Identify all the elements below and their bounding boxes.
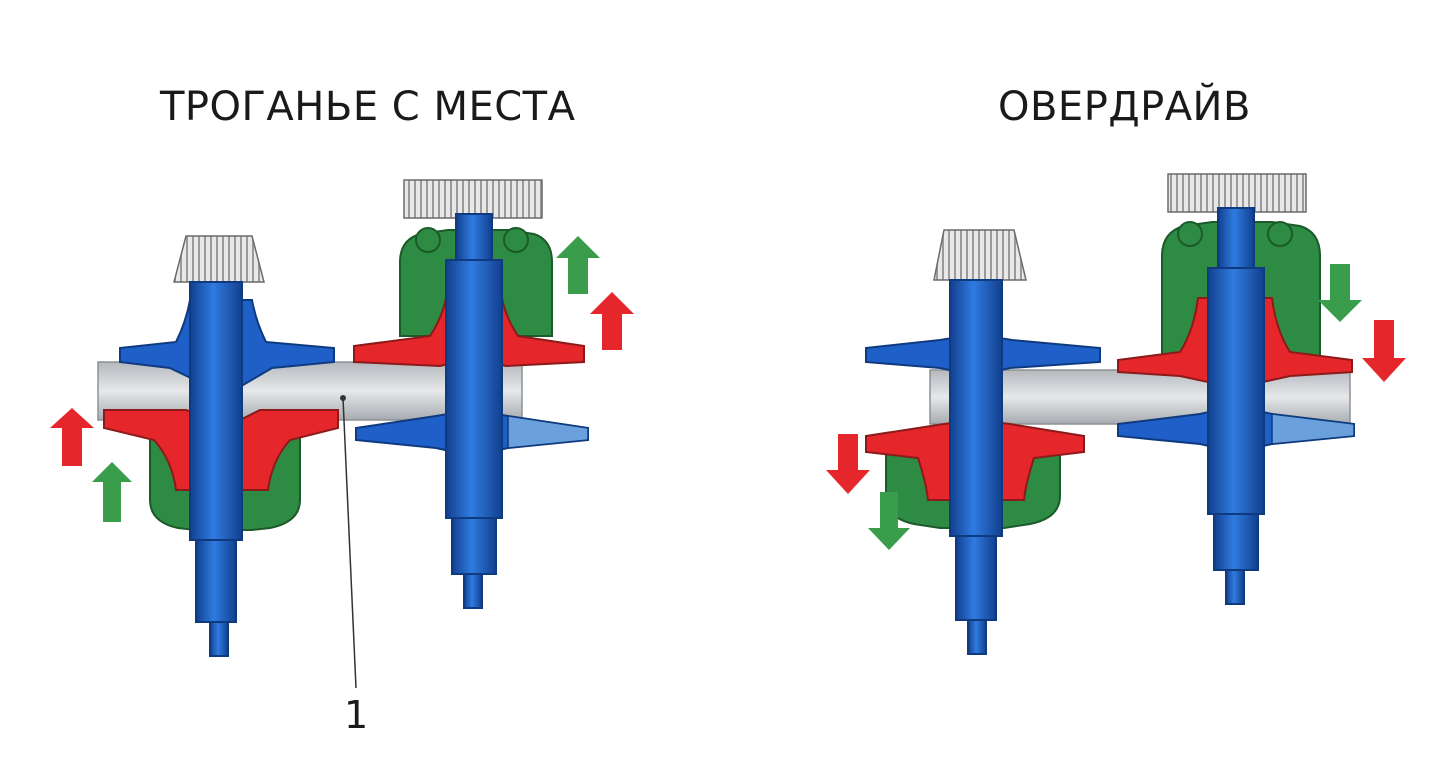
arrow-up-green-left-driven bbox=[556, 236, 600, 294]
arrow-up-red-left-drive bbox=[50, 408, 94, 466]
title-overdrive: ОВЕРДРАЙВ bbox=[998, 84, 1251, 130]
arrow-up-green-left-drive bbox=[92, 462, 132, 522]
callout-label-belt: 1 bbox=[344, 693, 369, 737]
arrow-down-red-right-driven bbox=[1362, 320, 1406, 382]
title-launch: ТРОГАНЬЕ С МЕСТА bbox=[160, 84, 576, 130]
arrow-down-green-right-drive bbox=[868, 492, 910, 550]
diagram-launch bbox=[50, 179, 634, 689]
callout-line-belt bbox=[340, 395, 357, 689]
arrow-up-red-left-driven bbox=[590, 292, 634, 350]
arrow-down-red-right-drive bbox=[826, 434, 870, 494]
drive-pulley-right bbox=[865, 229, 1101, 655]
driven-pulley-left bbox=[353, 179, 589, 609]
diagram-overdrive bbox=[826, 173, 1406, 655]
drive-pulley-left bbox=[103, 235, 339, 657]
arrow-down-green-right-driven bbox=[1318, 264, 1362, 322]
driven-pulley-right bbox=[1117, 173, 1355, 605]
